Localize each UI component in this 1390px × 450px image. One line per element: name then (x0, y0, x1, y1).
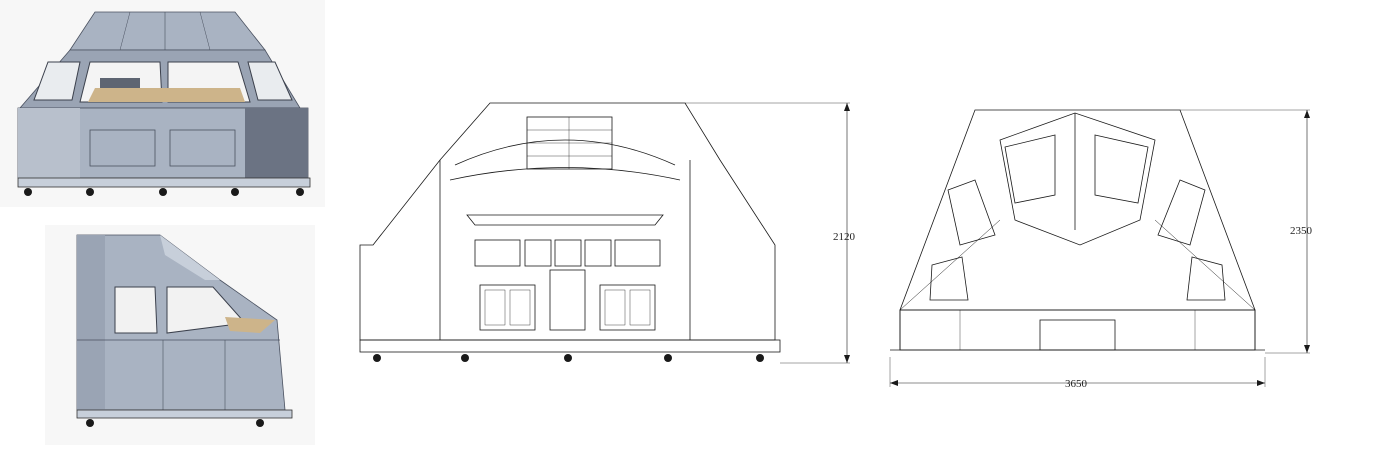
rear-drawing: 2350 3650 (880, 95, 1390, 395)
rear-width-dimension: 3650 (1065, 378, 1088, 390)
rear-height-dimension: 2350 (1290, 225, 1313, 237)
isometric-render (0, 0, 325, 207)
side-render (45, 225, 315, 445)
front-height-dimension: 2120 (833, 231, 856, 243)
front-drawing: 2120 (355, 95, 875, 375)
